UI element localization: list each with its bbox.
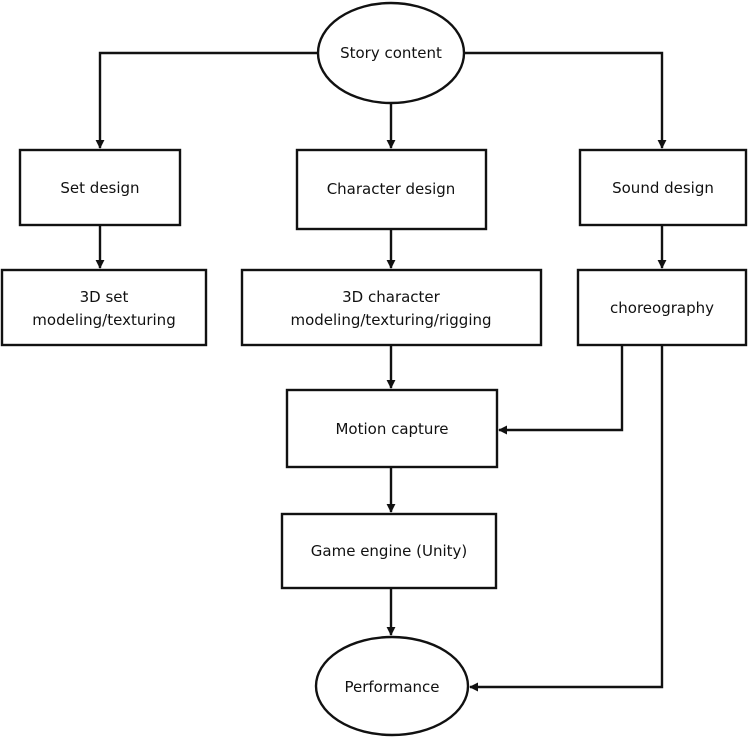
performance-ellipse bbox=[314, 635, 470, 737]
motion-capture-box bbox=[285, 388, 499, 469]
game-engine-box bbox=[280, 512, 498, 590]
set-modeling-box bbox=[0, 268, 208, 347]
performance-label: Performance bbox=[344, 678, 439, 696]
choreography-label: choreography bbox=[610, 299, 714, 317]
edge-choreography-to-motion-capture bbox=[498, 345, 624, 435]
edges bbox=[95, 51, 667, 692]
character-design-box bbox=[295, 148, 488, 231]
set-modeling-label-line2: modeling/texturing bbox=[32, 311, 175, 329]
char-modeling-label-line2: modeling/texturing/rigging bbox=[290, 311, 491, 329]
char-modeling-box bbox=[240, 268, 543, 347]
node-set-modeling: 3D set modeling/texturing bbox=[0, 268, 208, 347]
game-engine-label: Game engine (Unity) bbox=[311, 542, 467, 560]
node-story-content: Story content bbox=[316, 1, 466, 105]
motion-capture-label: Motion capture bbox=[335, 420, 448, 438]
set-design-label: Set design bbox=[60, 179, 139, 197]
node-char-modeling: 3D character modeling/texturing/rigging bbox=[240, 268, 543, 347]
char-modeling-label-line1: 3D character bbox=[342, 288, 441, 306]
edge-story-to-set bbox=[95, 51, 318, 149]
node-set-design: Set design bbox=[18, 148, 182, 227]
story-content-ellipse bbox=[316, 1, 466, 105]
set-design-box bbox=[18, 148, 182, 227]
character-design-label: Character design bbox=[327, 180, 456, 198]
choreography-box bbox=[576, 268, 748, 347]
edge-choreography-to-performance bbox=[469, 345, 664, 692]
edge-story-to-sound bbox=[465, 51, 667, 149]
node-character-design: Character design bbox=[295, 148, 488, 231]
node-motion-capture: Motion capture bbox=[285, 388, 499, 469]
node-game-engine: Game engine (Unity) bbox=[280, 512, 498, 590]
sound-design-label: Sound design bbox=[612, 179, 714, 197]
node-sound-design: Sound design bbox=[578, 148, 748, 227]
story-content-label: Story content bbox=[340, 44, 442, 62]
sound-design-box bbox=[578, 148, 748, 227]
set-modeling-label-line1: 3D set bbox=[80, 288, 129, 306]
node-performance: Performance bbox=[314, 635, 470, 737]
node-choreography: choreography bbox=[576, 268, 748, 347]
